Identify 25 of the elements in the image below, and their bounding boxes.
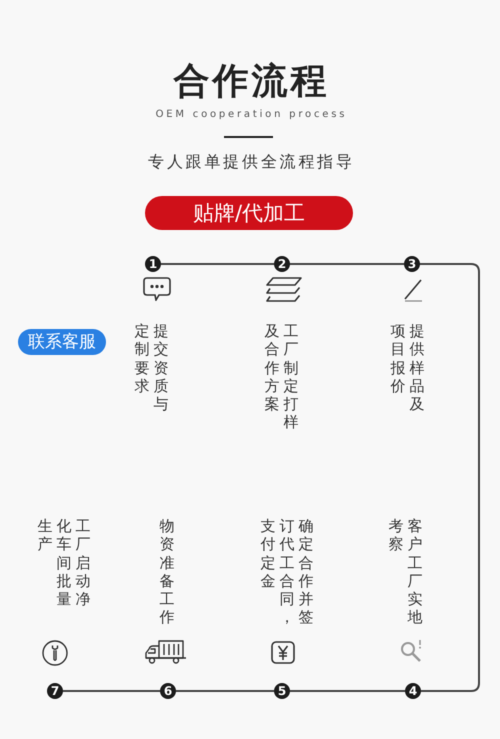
step-number: 5 <box>274 683 290 699</box>
step-description: 工厂启动净化车间批量生产 <box>38 517 90 610</box>
step-number: 3 <box>404 256 420 272</box>
step-description: 确定合作并签订代工合同，支付定金 <box>260 517 314 628</box>
connector-line <box>161 263 274 265</box>
connector-line <box>290 263 404 265</box>
title: 合作流程 <box>172 60 330 104</box>
step-number: 1 <box>145 256 161 272</box>
step-number: 6 <box>160 683 176 699</box>
step-description: 物资准备工作 <box>160 517 174 628</box>
connector-line <box>63 690 160 692</box>
step-description: 提交资质与定制要求 <box>134 322 168 416</box>
step-number: 4 <box>405 683 421 699</box>
step-description: 客户工厂实地考察 <box>388 517 422 628</box>
connector-line <box>420 263 480 692</box>
connector-line <box>290 690 405 692</box>
step-number: 7 <box>47 683 63 699</box>
subtitle: OEM cooperation process <box>154 108 348 122</box>
step-description: 提供样品及项目报价 <box>390 322 424 416</box>
connector-line <box>176 690 274 692</box>
step-description: 工厂制定打样及合作方案 <box>264 322 298 434</box>
step-number: 2 <box>274 256 290 272</box>
contact-button: 联系客服 <box>18 329 106 355</box>
tagline: 专人跟单提供全流程指导 <box>146 151 356 173</box>
category-tag: 贴牌/代加工 <box>145 196 353 230</box>
